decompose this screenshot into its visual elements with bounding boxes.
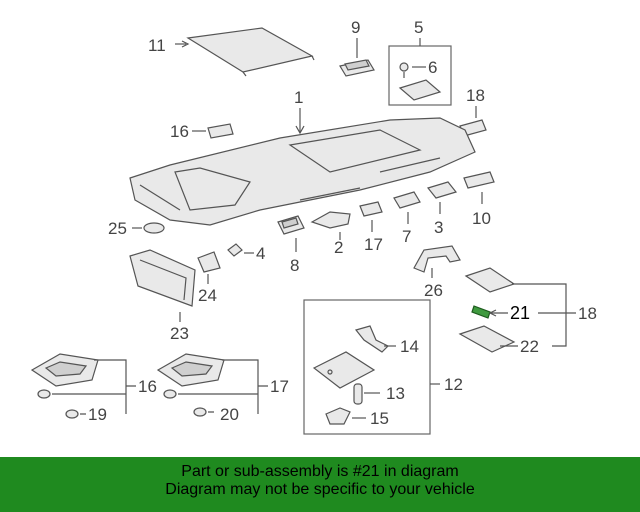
callout-2: 2 bbox=[334, 238, 343, 257]
part-26-assist-grip: 26 bbox=[413, 245, 461, 300]
callout-17-mid: 17 bbox=[364, 235, 383, 254]
part-4-clip: 4 bbox=[227, 243, 265, 263]
callout-15: 15 bbox=[370, 409, 389, 428]
callout-22: 22 bbox=[520, 337, 539, 356]
part-18-console-group: 21 22 18 bbox=[458, 267, 597, 356]
callout-20: 20 bbox=[220, 405, 239, 424]
part-24-holder: 24 bbox=[197, 251, 221, 305]
callout-16-left: 16 bbox=[138, 377, 157, 396]
callout-1: 1 bbox=[294, 88, 303, 107]
callout-16-top: 16 bbox=[170, 122, 189, 141]
callout-19: 19 bbox=[88, 405, 107, 424]
banner-line-2: Diagram may not be specific to your vehi… bbox=[165, 481, 475, 498]
callout-21: 21 bbox=[510, 303, 530, 323]
part-18-pad-top: 18 bbox=[459, 86, 487, 137]
callout-3: 3 bbox=[434, 218, 443, 237]
callout-26: 26 bbox=[424, 281, 443, 300]
part-2-bracket: 2 bbox=[310, 211, 351, 257]
part-1-headliner: 1 bbox=[129, 88, 476, 226]
banner-line-1: Part or sub-assembly is #21 in diagram bbox=[181, 463, 459, 480]
callout-8: 8 bbox=[290, 256, 299, 275]
part-17-lamp-group: 17 20 bbox=[156, 353, 289, 424]
part-16-lamp-group: 16 19 bbox=[30, 353, 157, 424]
part-25-cap: 25 bbox=[108, 219, 165, 238]
parts-diagram: 11 9 5 6 18 1 16 bbox=[30, 18, 597, 435]
part-10-cover: 10 bbox=[463, 171, 495, 228]
part-12-console-box: 12 14 13 15 bbox=[303, 299, 463, 435]
callout-13: 13 bbox=[386, 384, 405, 403]
part-8-lamp: 8 bbox=[277, 215, 305, 275]
part-11-sunshade-panel: 11 bbox=[148, 27, 315, 77]
part-17-pad: 17 bbox=[359, 201, 383, 254]
part-7-clip: 7 bbox=[393, 191, 421, 246]
callout-25: 25 bbox=[108, 219, 127, 238]
part-16-pad: 16 bbox=[170, 122, 234, 141]
callout-24: 24 bbox=[198, 286, 217, 305]
part-3-bracket: 3 bbox=[426, 181, 458, 237]
callout-17-left: 17 bbox=[270, 377, 289, 396]
callout-5: 5 bbox=[414, 18, 423, 37]
callout-9: 9 bbox=[351, 18, 360, 37]
callout-10: 10 bbox=[472, 209, 491, 228]
callout-12: 12 bbox=[444, 375, 463, 394]
part-5-6-box: 5 6 bbox=[388, 18, 452, 106]
callout-18-top: 18 bbox=[466, 86, 485, 105]
info-banner: Part or sub-assembly is #21 in diagram D… bbox=[0, 457, 640, 512]
part-21-highlighted bbox=[471, 305, 491, 319]
callout-18-right: 18 bbox=[578, 304, 597, 323]
callout-7: 7 bbox=[402, 227, 411, 246]
callout-14: 14 bbox=[400, 337, 419, 356]
callout-23: 23 bbox=[170, 324, 189, 343]
part-23-sun-visor: 23 bbox=[129, 249, 196, 343]
callout-6: 6 bbox=[428, 58, 437, 77]
part-9-lamp: 9 bbox=[339, 18, 375, 77]
callout-11: 11 bbox=[148, 36, 166, 55]
callout-4: 4 bbox=[256, 244, 265, 263]
